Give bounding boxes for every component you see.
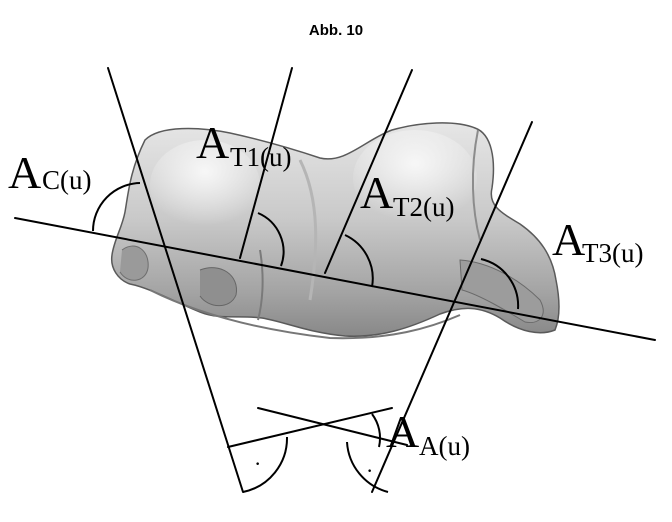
label-at1-main: A xyxy=(196,117,229,168)
label-at3-sub: T3(u) xyxy=(582,238,643,268)
right-angle-dot-right: · xyxy=(366,458,373,483)
label-ac-sub: C(u) xyxy=(42,165,92,195)
bone-highlight-2 xyxy=(353,130,477,226)
label-aa-main: A xyxy=(386,406,419,457)
right-angle-arc-right xyxy=(346,441,389,493)
line-t2 xyxy=(324,69,413,274)
right-angle-dot-left: · xyxy=(254,451,261,476)
perpendicular-line-1 xyxy=(257,407,408,446)
label-at2-main: A xyxy=(360,167,393,218)
label-aa: A A(u) xyxy=(386,406,470,461)
angle-arc-t3 xyxy=(480,258,520,310)
label-at3-main: A xyxy=(552,214,585,265)
angle-arc-a xyxy=(371,413,382,448)
angle-arc-t1 xyxy=(257,212,285,267)
label-aa-sub: A(u) xyxy=(419,431,470,461)
bone-image xyxy=(110,122,560,340)
label-at1-sub: T1(u) xyxy=(230,142,291,172)
right-angle-arc-left xyxy=(242,436,289,493)
angle-arc-c xyxy=(92,182,141,232)
line-c-left xyxy=(107,67,244,493)
label-at1: A T1(u) xyxy=(196,117,291,172)
bone-ridge-2 xyxy=(298,159,318,301)
figure-title: Abb. 10 xyxy=(309,22,363,39)
bone-highlight-1 xyxy=(150,140,260,230)
label-at3: A T3(u) xyxy=(552,214,643,268)
angle-arc-t2 xyxy=(344,234,374,288)
label-at2-sub: T2(u) xyxy=(393,192,454,222)
bone-facet-left xyxy=(119,245,149,281)
perpendicular-line-2 xyxy=(227,407,393,448)
label-ac-main: A xyxy=(8,147,41,198)
line-t3-right xyxy=(371,121,533,493)
label-ac: A C(u) xyxy=(8,147,92,198)
line-t1 xyxy=(239,67,293,259)
bone-ridge-3 xyxy=(471,129,481,241)
bone-lower-edge xyxy=(149,289,461,340)
bone-facet-notch xyxy=(199,267,237,307)
bone-ridge-1 xyxy=(257,249,264,321)
long-axis-line xyxy=(14,217,656,341)
label-at2: A T2(u) xyxy=(360,167,454,222)
